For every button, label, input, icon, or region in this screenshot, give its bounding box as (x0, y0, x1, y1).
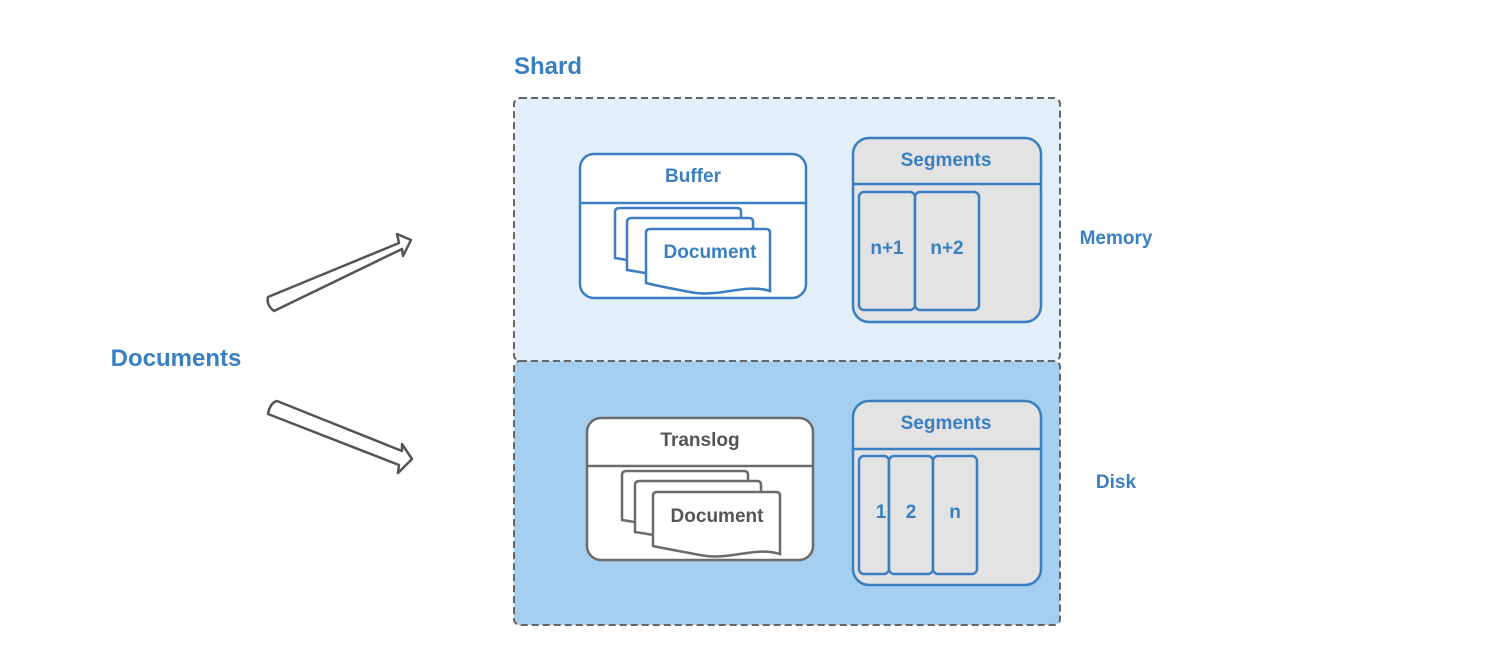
segment-label: n (949, 502, 961, 523)
buffer-title: Buffer (665, 166, 722, 187)
shard-title: Shard (514, 53, 582, 80)
segment-label: 2 (906, 502, 917, 523)
translog-document-label: Document (671, 506, 765, 527)
disk-segments-title: Segments (901, 413, 992, 434)
segment-label: n+2 (930, 238, 963, 259)
disk-segments-box: Segments 1 2 n (851, 399, 1043, 587)
translog-box: Translog Document (585, 416, 815, 562)
translog-title: Translog (660, 430, 739, 451)
disk-label: Disk (1096, 472, 1137, 493)
memory-segments-title: Segments (901, 150, 992, 171)
segment-block (931, 454, 979, 576)
arrow-to-memory-icon (266, 232, 413, 313)
translog-document-stack-icon (620, 469, 782, 558)
buffer-box: Buffer Document (578, 152, 808, 300)
arrow-to-disk-icon (266, 399, 414, 475)
documents-label: Documents (111, 345, 242, 372)
buffer-document-stack-icon (613, 206, 772, 295)
segment-block (913, 190, 981, 312)
memory-label: Memory (1080, 228, 1153, 249)
memory-segments-box: Segments n+1 n+2 (851, 136, 1043, 324)
segment-label: 1 (876, 502, 887, 523)
buffer-document-label: Document (664, 242, 758, 263)
segment-label: n+1 (870, 238, 904, 259)
